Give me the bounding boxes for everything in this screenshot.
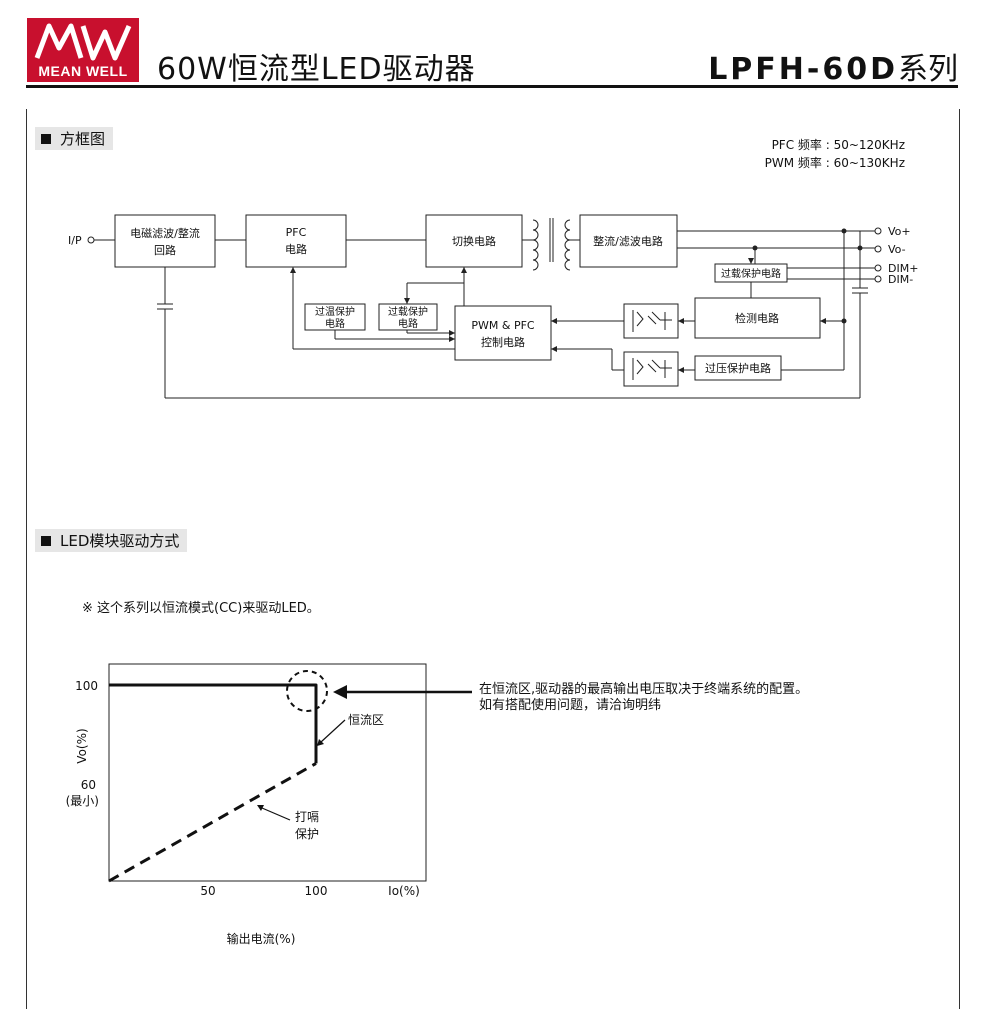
output-dim-plus: DIM+	[888, 262, 918, 275]
block-pfc	[245, 214, 347, 268]
mean-well-logo: MEAN WELL	[27, 18, 139, 82]
block-ovp	[694, 355, 782, 381]
input-label: I/P	[68, 234, 82, 247]
olp-label-2: 电路	[398, 317, 418, 330]
block-switching	[425, 214, 523, 268]
pfc-frequency: PFC 频率 : 50~120KHz	[771, 138, 905, 152]
y-tick-min: (最小)	[66, 794, 99, 808]
series-line-solid	[109, 683, 318, 764]
switching-label: 切换电路	[452, 234, 496, 248]
chart-plot-area	[108, 663, 427, 882]
emi-filter-label-2: 回路	[154, 244, 176, 257]
led-drive-heading: LED模块驱动方式	[35, 529, 188, 552]
bullet-square-icon	[41, 536, 51, 546]
cc-mode-note: ※ 这个系列以恒流模式(CC)来驱动LED。	[82, 601, 320, 616]
pfc-label-1: PFC	[286, 226, 307, 239]
ovp-label: 过压保护电路	[705, 361, 771, 375]
olp-label-1: 过载保护	[388, 305, 428, 318]
pwm-frequency: PWM 频率 : 60~130KHz	[764, 156, 905, 170]
x-axis-label: 输出电流(%)	[227, 931, 296, 946]
x-tick-100: 100	[305, 884, 328, 898]
detect-label: 检测电路	[735, 311, 779, 325]
led-drive-title: LED模块驱动方式	[60, 532, 180, 550]
optocoupler-2	[623, 351, 679, 387]
header-rule	[26, 85, 958, 88]
pwm-pfc-label-2: 控制电路	[481, 335, 525, 349]
y-tick-100: 100	[75, 679, 98, 693]
cc-corner-callout	[286, 670, 328, 712]
block-olp	[378, 303, 438, 331]
output-vo-plus: Vo+	[888, 225, 911, 238]
series-code: LPFH-60D	[708, 52, 898, 87]
block-rect-filter	[579, 214, 678, 268]
cc-description-line-2: 如有搭配使用问题，请洽询明纬	[479, 698, 662, 713]
series-line-dashed	[108, 762, 317, 883]
page-frame	[26, 109, 960, 1009]
document-title: 60W恒流型LED驱动器	[157, 52, 476, 87]
bullet-square-icon	[41, 134, 51, 144]
x-tick-50: 50	[200, 884, 215, 898]
x-tick-io: Io(%)	[388, 884, 420, 898]
hiccup-label-2: 保护	[295, 827, 319, 841]
otp-label-2: 电路	[325, 317, 345, 330]
output-dim-minus: DIM-	[888, 273, 913, 286]
block-diagram-title: 方框图	[60, 130, 106, 148]
callout-arrow-head-icon	[333, 685, 347, 699]
logo-text: MEAN WELL	[38, 63, 128, 79]
series-title: LPFH-60D系列	[708, 44, 958, 88]
output-vo-minus: Vo-	[888, 243, 906, 256]
rect-filter-label: 整流/滤波电路	[593, 234, 663, 248]
emi-filter-label-1: 电磁滤波/整流	[130, 226, 200, 240]
y-axis-label: Vo(%)	[75, 728, 89, 763]
hiccup-label-1: 打嗝	[295, 810, 319, 824]
cc-region-label: 恒流区	[348, 713, 384, 727]
mw-logo-mark-icon	[34, 23, 132, 61]
series-suffix: 系列	[898, 52, 958, 87]
otp-label-1: 过温保护	[315, 305, 355, 318]
cc-description-line-1: 在恒流区,驱动器的最高输出电压取决于终端系统的配置。	[479, 682, 809, 697]
olp-out-label: 过载保护电路	[721, 267, 781, 280]
pwm-pfc-label-1: PWM & PFC	[471, 319, 535, 332]
pfc-label-2: 电路	[285, 243, 307, 256]
block-detect	[694, 297, 821, 339]
block-diagram-heading: 方框图	[35, 127, 114, 150]
y-tick-60: 60	[81, 778, 96, 792]
